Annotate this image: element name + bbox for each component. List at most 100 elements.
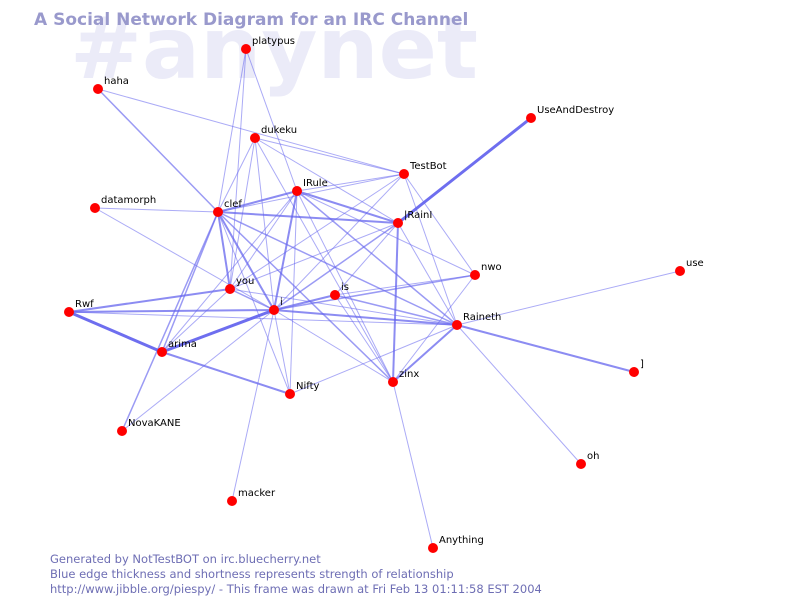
node-TestBot: TestBot xyxy=(399,161,447,179)
edge-zinx-nwo xyxy=(392,274,476,383)
edge-clef-zinx xyxy=(217,211,394,383)
node-use: use xyxy=(675,258,704,276)
footer-generated-by: Generated by NotTestBOT on irc.bluecherr… xyxy=(50,552,321,566)
node-dot xyxy=(399,169,409,179)
footer-legend-note: Blue edge thickness and shortness repres… xyxy=(50,567,454,581)
node-clef: clef xyxy=(213,199,242,217)
edge-IRainI-dukeku xyxy=(254,137,399,224)
node-label: TestBot xyxy=(409,161,447,172)
node-Anything: Anything xyxy=(428,535,484,553)
node-dot xyxy=(629,367,639,377)
edge-i-dukeku xyxy=(254,137,275,311)
edge-clef-IRainI xyxy=(217,211,399,224)
edge-Raineth-bracket xyxy=(456,324,635,373)
edge-clef-Nifty xyxy=(217,211,291,395)
node-label: UseAndDestroy xyxy=(537,105,614,116)
edge-i-NovaKANE xyxy=(121,309,275,432)
node-label: |RainI xyxy=(404,210,432,221)
edge-clef-IRule xyxy=(217,190,298,213)
node-IRule: IRule xyxy=(292,178,328,196)
node-datamorph: datamorph xyxy=(90,195,156,213)
node-dot xyxy=(526,113,536,123)
node-haha: haha xyxy=(93,76,129,94)
node-dot xyxy=(393,218,403,228)
edge-clef-you xyxy=(217,211,231,290)
node-label: nwo xyxy=(481,262,502,273)
diagram-title: A Social Network Diagram for an IRC Chan… xyxy=(34,10,469,30)
node-label: zinx xyxy=(399,369,419,380)
edge-clef-Raineth xyxy=(217,211,458,326)
edge-arima-Nifty xyxy=(161,351,291,395)
edge-Raineth-you xyxy=(229,288,458,326)
node-dot xyxy=(241,44,251,54)
node-i: i xyxy=(269,297,283,315)
edge-Rwf-i xyxy=(68,309,275,313)
node-label: oh xyxy=(587,451,599,462)
edge-i-TestBot xyxy=(273,173,405,311)
edge-IRule-TestBot xyxy=(296,173,405,192)
node-dot xyxy=(285,389,295,399)
edge-is-Raineth xyxy=(334,294,458,326)
node-label: Raineth xyxy=(463,312,501,323)
node-dot xyxy=(428,543,438,553)
edge-IRainI-Raineth xyxy=(397,222,458,326)
node-dot xyxy=(117,426,127,436)
node-label: dukeku xyxy=(261,125,297,136)
footer-info: Generated by NotTestBOT on irc.bluecherr… xyxy=(50,552,542,597)
edge-clef-arima xyxy=(161,211,219,353)
edge-is-zinx xyxy=(334,294,394,383)
node-dot xyxy=(225,284,235,294)
edge-haha-clef xyxy=(97,88,219,213)
edge-IRule-nwo xyxy=(296,190,476,276)
node-label: arima xyxy=(168,339,197,350)
edge-Raineth-oh xyxy=(456,324,582,465)
edge-IRule-you xyxy=(229,190,298,290)
edge-layer xyxy=(67,48,681,549)
edge-Raineth-use xyxy=(456,270,681,326)
edge-zinx-Anything xyxy=(392,381,434,549)
node-dot xyxy=(90,203,100,213)
edge-IRule-zinx xyxy=(296,190,394,383)
node-label: ] xyxy=(640,359,644,370)
edge-Raineth-TestBot xyxy=(403,173,458,326)
edge-IRainI-is xyxy=(334,222,399,296)
node-IRainI: |RainI xyxy=(393,210,432,228)
node-oh: oh xyxy=(576,451,599,469)
node-is: is xyxy=(330,282,349,300)
node-NovaKANE: NovaKANE xyxy=(117,418,181,436)
edge-IRainI-i xyxy=(273,222,399,311)
edge-IRule-i xyxy=(273,190,298,311)
edge-Raineth-Nifty xyxy=(289,324,458,395)
edge-i-zinx xyxy=(273,309,394,383)
node-dot xyxy=(576,459,586,469)
watermark-text: #anynet xyxy=(70,0,478,99)
edge-clef-TestBot xyxy=(217,173,405,213)
node-dot xyxy=(64,307,74,317)
edge-Raineth-zinx xyxy=(392,324,458,383)
node-dot xyxy=(675,266,685,276)
edge-IRule-Raineth xyxy=(296,190,458,326)
edge-clef-dukeku xyxy=(217,137,256,213)
edge-IRule-IRainI xyxy=(296,190,399,224)
node-nwo: nwo xyxy=(470,262,502,280)
edge-Rwf-Raineth xyxy=(68,311,458,326)
edge-arima-i xyxy=(160,308,276,354)
edge-is-nwo xyxy=(334,274,476,296)
node-label: Anything xyxy=(439,535,484,546)
edge-clef-NovaKANE xyxy=(121,211,219,432)
node-label: platypus xyxy=(252,36,295,47)
node-dot xyxy=(157,347,167,357)
node-label: haha xyxy=(104,76,129,87)
edge-Rwf-arima xyxy=(67,310,164,354)
node-zinx: zinx xyxy=(388,369,419,387)
node-dot xyxy=(269,305,279,315)
node-label: macker xyxy=(238,488,276,499)
edge-you-TestBot xyxy=(229,173,405,290)
node-label: you xyxy=(236,276,254,287)
edge-clef-platypus xyxy=(217,48,247,213)
node-label: is xyxy=(341,282,349,293)
edge-datamorph-i xyxy=(94,207,275,311)
node-dukeku: dukeku xyxy=(250,125,297,143)
